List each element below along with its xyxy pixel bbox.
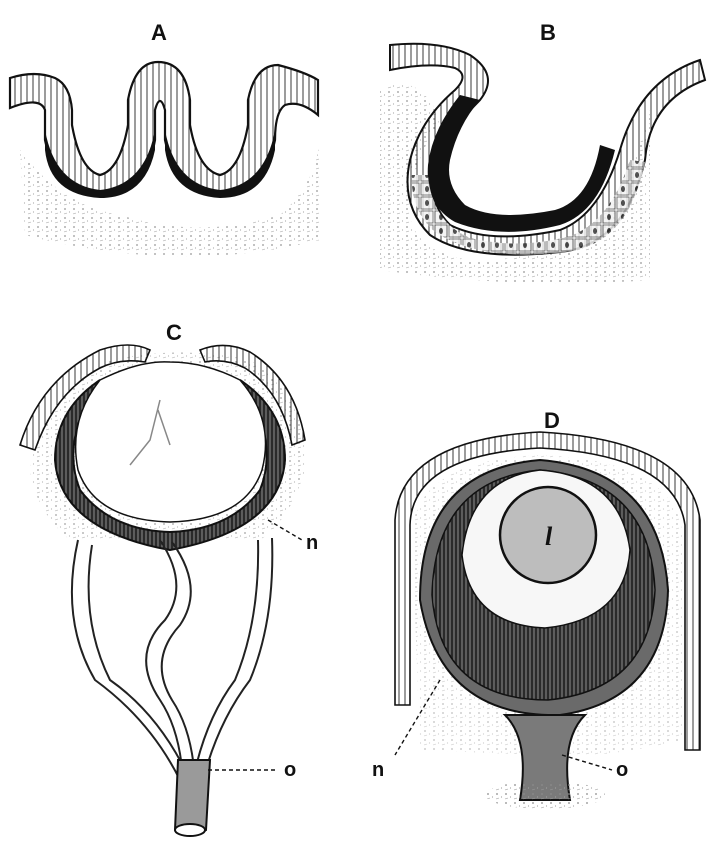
panel-c: C n o xyxy=(20,320,318,836)
panel-b-letter: B xyxy=(540,20,556,45)
panel-d: D l n o xyxy=(372,408,700,809)
panel-c-nerve-fibres xyxy=(72,538,272,780)
panel-c-n-label: n xyxy=(306,532,318,554)
panel-d-o-label: o xyxy=(616,759,628,781)
panel-c-letter: C xyxy=(166,320,182,345)
panel-d-stalk-base xyxy=(485,781,605,809)
panel-b: B xyxy=(380,20,705,283)
panel-d-l-label: l xyxy=(545,522,553,551)
panel-c-cup-cavity xyxy=(76,362,266,522)
panel-a-letter: A xyxy=(151,20,167,45)
panel-d-o-leader xyxy=(562,755,612,770)
panel-d-n-label: n xyxy=(372,759,384,781)
panel-d-letter: D xyxy=(544,408,560,433)
panel-c-stalk-end xyxy=(175,824,205,836)
panel-a: A xyxy=(10,20,320,256)
panel-c-o-label: o xyxy=(284,759,296,781)
